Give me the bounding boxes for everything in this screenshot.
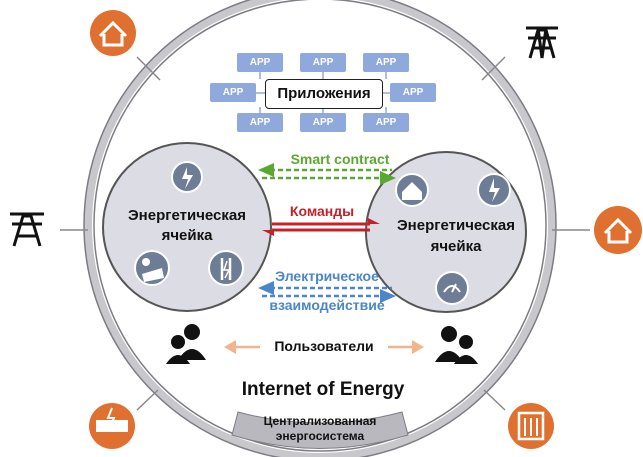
electric-arrows [258, 281, 396, 303]
left-cell-label-2: ячейка [161, 227, 213, 244]
apps-title: Приложения [265, 79, 383, 109]
house-icon-right [594, 206, 642, 254]
pylon-icon-top-right [526, 26, 558, 59]
app-box: APP [363, 53, 409, 72]
app-box: APP [237, 53, 283, 72]
house-icon-top-left [90, 10, 136, 56]
pylon-icon-left [10, 212, 44, 247]
outer-ring-border [83, 0, 557, 457]
centralized-label-1: Централизованная [263, 414, 377, 428]
house-icon [395, 173, 429, 207]
connector-bottom-right [483, 389, 506, 411]
plant-icon [171, 161, 203, 193]
outer-ring [84, 0, 556, 457]
right-cell-label-1: Энергетическая [397, 217, 515, 234]
connector-top-left [136, 56, 161, 81]
inner-ring-border [93, 0, 547, 452]
users-arrows [224, 340, 424, 354]
connector-top-right [481, 56, 506, 81]
users-icon-right [435, 326, 478, 364]
centralized-band [231, 411, 409, 449]
users-label: Пользователи [274, 338, 374, 354]
app-box: APP [237, 113, 283, 132]
right-cell-label-2: ячейка [430, 238, 482, 255]
users-icon-left [166, 324, 206, 364]
smart-contract-arrows [258, 163, 396, 185]
commands-label: Команды [289, 203, 355, 219]
power-plant-icon-bottom-left [89, 403, 135, 449]
charging-icon [208, 250, 244, 286]
app-box: APP [363, 113, 409, 132]
commands-arrows [262, 218, 380, 236]
battery-icon [477, 173, 511, 207]
app-box: APP [210, 83, 256, 102]
electric-label-2: взаимодействие [269, 297, 385, 313]
solar-icon [134, 250, 170, 286]
connector-bottom-left [136, 389, 159, 411]
app-box: APP [300, 113, 346, 132]
internet-of-energy-label: Internet of Energy [241, 379, 405, 400]
factory-icon-bottom-right [508, 403, 554, 449]
electric-label-1: Электрическое [275, 268, 379, 284]
meter-icon [435, 271, 469, 305]
smart-contract-label: Smart contract [290, 151, 390, 167]
app-box: APP [390, 83, 436, 102]
app-box: APP [300, 53, 346, 72]
centralized-label-2: энергосистема [275, 429, 365, 443]
left-cell-label-1: Энергетическая [128, 207, 246, 224]
